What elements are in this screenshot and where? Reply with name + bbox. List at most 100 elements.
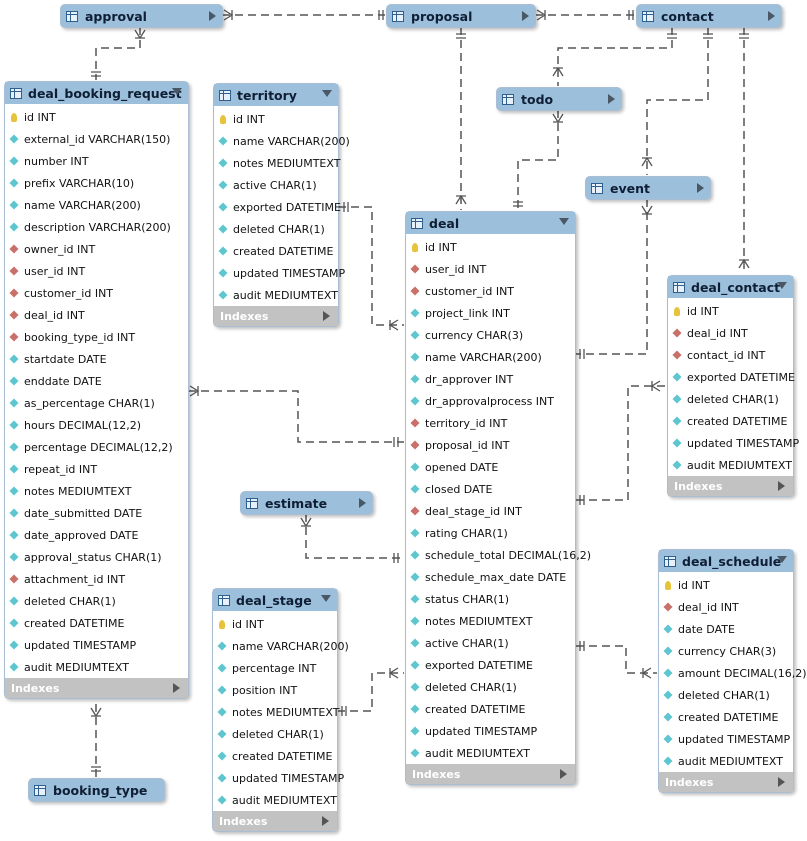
indexes-section[interactable]: Indexes xyxy=(659,772,793,792)
column-row[interactable]: id INT xyxy=(214,108,338,130)
column-row[interactable]: description VARCHAR(200) xyxy=(5,216,188,238)
indexes-section[interactable]: Indexes xyxy=(668,476,793,496)
column-row[interactable]: audit MEDIUMTEXT xyxy=(659,750,793,772)
column-row[interactable]: currency CHAR(3) xyxy=(406,324,575,346)
column-row[interactable]: created DATETIME xyxy=(5,612,188,634)
column-row[interactable]: notes MEDIUMTEXT xyxy=(214,152,340,174)
column-row[interactable]: audit MEDIUMTEXT xyxy=(213,789,337,811)
column-row[interactable]: customer_id INT xyxy=(406,280,575,302)
collapse-arrow-icon[interactable] xyxy=(559,218,569,225)
column-row[interactable]: number INT xyxy=(5,150,188,172)
column-row[interactable]: dr_approvalprocess INT xyxy=(406,390,575,412)
indexes-section[interactable]: Indexes xyxy=(406,764,575,784)
column-row[interactable]: updated TIMESTAMP xyxy=(214,262,345,284)
column-row[interactable]: proposal_id INT xyxy=(406,434,575,456)
column-row[interactable]: deleted CHAR(1) xyxy=(668,388,793,410)
column-row[interactable]: schedule_total DECIMAL(16,2) xyxy=(406,544,591,566)
expand-arrow-icon[interactable] xyxy=(209,11,216,21)
column-row[interactable]: audit MEDIUMTEXT xyxy=(5,656,188,678)
column-row[interactable]: updated TIMESTAMP xyxy=(668,432,799,454)
expand-arrow-icon[interactable] xyxy=(173,683,180,693)
column-row[interactable]: notes MEDIUMTEXT xyxy=(406,610,575,632)
column-row[interactable]: prefix VARCHAR(10) xyxy=(5,172,188,194)
column-row[interactable]: created DATETIME xyxy=(213,745,337,767)
column-row[interactable]: external_id VARCHAR(150) xyxy=(5,128,188,150)
column-row[interactable]: exported DATETIME xyxy=(668,366,795,388)
expand-arrow-icon[interactable] xyxy=(768,11,775,21)
column-row[interactable]: date DATE xyxy=(659,618,793,640)
column-row[interactable]: deleted CHAR(1) xyxy=(214,218,338,240)
column-row[interactable]: booking_type_id INT xyxy=(5,326,188,348)
column-row[interactable]: as_percentage CHAR(1) xyxy=(5,392,188,414)
table-header[interactable]: deal_contact xyxy=(668,276,793,298)
table-header[interactable]: deal xyxy=(406,212,575,234)
column-row[interactable]: id INT xyxy=(406,236,575,258)
column-row[interactable]: attachment_id INT xyxy=(5,568,188,590)
expand-arrow-icon[interactable] xyxy=(778,481,785,491)
column-row[interactable]: name VARCHAR(200) xyxy=(213,635,349,657)
column-row[interactable]: deleted CHAR(1) xyxy=(5,590,188,612)
column-row[interactable]: status CHAR(1) xyxy=(406,588,575,610)
expand-arrow-icon[interactable] xyxy=(322,816,329,826)
column-row[interactable]: amount DECIMAL(16,2) xyxy=(659,662,807,684)
column-row[interactable]: name VARCHAR(200) xyxy=(406,346,575,368)
column-row[interactable]: active CHAR(1) xyxy=(406,632,575,654)
collapse-arrow-icon[interactable] xyxy=(777,556,787,563)
table-header[interactable]: deal_stage xyxy=(213,589,337,611)
expand-arrow-icon[interactable] xyxy=(359,498,366,508)
column-row[interactable]: percentage INT xyxy=(213,657,337,679)
column-row[interactable]: project_link INT xyxy=(406,302,575,324)
column-row[interactable]: rating CHAR(1) xyxy=(406,522,575,544)
column-row[interactable]: user_id INT xyxy=(5,260,188,282)
column-row[interactable]: opened DATE xyxy=(406,456,575,478)
column-row[interactable]: notes MEDIUMTEXT xyxy=(213,701,339,723)
column-row[interactable]: dr_approver INT xyxy=(406,368,575,390)
table-booking-type[interactable]: booking_type xyxy=(28,778,165,802)
column-row[interactable]: id INT xyxy=(659,574,793,596)
expand-arrow-icon[interactable] xyxy=(522,11,529,21)
column-row[interactable]: active CHAR(1) xyxy=(214,174,338,196)
column-row[interactable]: user_id INT xyxy=(406,258,575,280)
column-row[interactable]: currency CHAR(3) xyxy=(659,640,793,662)
column-row[interactable]: territory_id INT xyxy=(406,412,575,434)
column-row[interactable]: deal_id INT xyxy=(668,322,793,344)
column-row[interactable]: audit MEDIUMTEXT xyxy=(406,742,575,764)
expand-arrow-icon[interactable] xyxy=(323,311,330,321)
column-row[interactable]: id INT xyxy=(5,106,188,128)
collapse-arrow-icon[interactable] xyxy=(172,88,182,95)
column-row[interactable]: approval_status CHAR(1) xyxy=(5,546,188,568)
collapse-arrow-icon[interactable] xyxy=(777,282,787,289)
expand-arrow-icon[interactable] xyxy=(697,183,704,193)
column-row[interactable]: deal_stage_id INT xyxy=(406,500,575,522)
collapse-arrow-icon[interactable] xyxy=(321,595,331,602)
column-row[interactable]: audit MEDIUMTEXT xyxy=(668,454,793,476)
column-row[interactable]: startdate DATE xyxy=(5,348,188,370)
column-row[interactable]: created DATETIME xyxy=(406,698,575,720)
column-row[interactable]: exported DATETIME xyxy=(214,196,341,218)
column-row[interactable]: closed DATE xyxy=(406,478,575,500)
column-row[interactable]: exported DATETIME xyxy=(406,654,575,676)
column-row[interactable]: schedule_max_date DATE xyxy=(406,566,575,588)
column-row[interactable]: position INT xyxy=(213,679,337,701)
table-header[interactable]: deal_schedule xyxy=(659,550,793,572)
column-row[interactable]: updated TIMESTAMP xyxy=(406,720,575,742)
column-row[interactable]: name VARCHAR(200) xyxy=(5,194,188,216)
expand-arrow-icon[interactable] xyxy=(608,94,615,104)
column-row[interactable]: updated TIMESTAMP xyxy=(213,767,344,789)
indexes-section[interactable]: Indexes xyxy=(5,678,188,698)
column-row[interactable]: repeat_id INT xyxy=(5,458,188,480)
column-row[interactable]: deleted CHAR(1) xyxy=(213,723,337,745)
expand-arrow-icon[interactable] xyxy=(778,777,785,787)
column-row[interactable]: percentage DECIMAL(12,2) xyxy=(5,436,188,458)
column-row[interactable]: deal_id INT xyxy=(5,304,188,326)
column-row[interactable]: owner_id INT xyxy=(5,238,188,260)
column-row[interactable]: notes MEDIUMTEXT xyxy=(5,480,188,502)
table-contact[interactable]: contact xyxy=(636,4,782,28)
table-event[interactable]: event xyxy=(585,176,711,200)
column-row[interactable]: id INT xyxy=(213,613,337,635)
